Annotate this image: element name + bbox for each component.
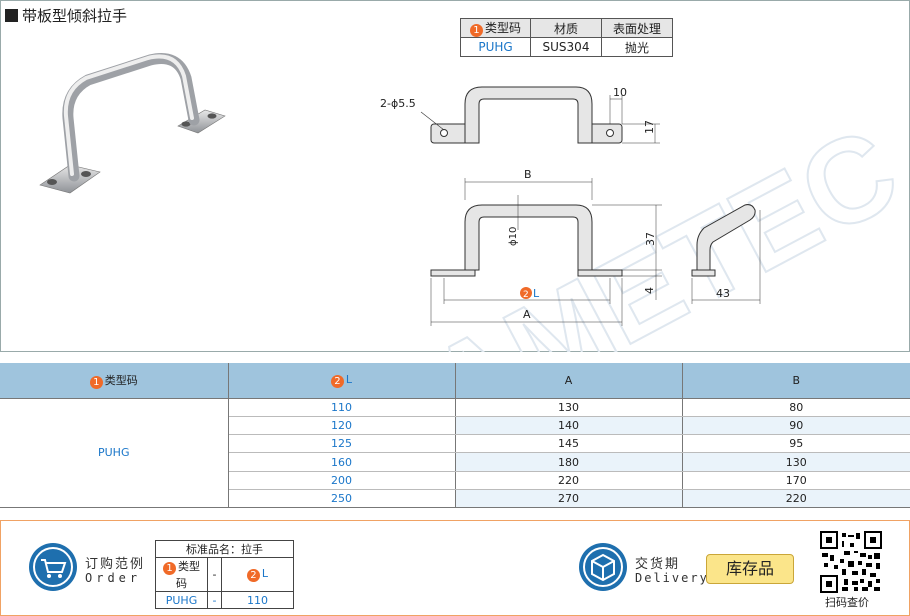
spec-header-material: 材质 (530, 18, 602, 38)
cell-A: 140 (455, 416, 683, 436)
cell-B: 90 (682, 416, 910, 436)
table-row: 250 270 220 (0, 489, 910, 509)
drawing-side-view (691, 204, 761, 304)
order-value-code: PUHG (155, 591, 208, 609)
drawing-top-view (420, 86, 660, 144)
cell-L: 125 (228, 434, 456, 454)
page-title-text: 带板型倾斜拉手 (22, 7, 128, 25)
cell-A: 220 (455, 471, 683, 490)
dim-L-badge: 2 (523, 290, 529, 300)
cell-B: 130 (682, 452, 910, 472)
order-col-dash: - (207, 557, 222, 592)
type-code-cell: PUHG (0, 398, 229, 509)
delivery-label-en: Delivery (635, 571, 709, 585)
drawing-front-view (430, 178, 662, 326)
header-B: B (682, 363, 910, 399)
standard-name: 标准品名：拉手 (155, 540, 294, 558)
product-photo (39, 53, 226, 194)
cell-L: 250 (228, 489, 456, 509)
cell-L: 120 (228, 416, 456, 436)
shopping-cart-icon (29, 543, 77, 591)
delivery-label: 交货期 (635, 557, 681, 572)
cell-A: 180 (455, 452, 683, 472)
table-row: 120 140 90 (0, 416, 910, 436)
cell-B: 170 (682, 471, 910, 490)
cell-A: 270 (455, 489, 683, 509)
badge-2-icon: 2 (330, 374, 344, 388)
dim-43-label: 43 (716, 287, 730, 300)
qr-code-icon[interactable] (820, 531, 882, 593)
table-row: 160 180 130 (0, 452, 910, 472)
order-value-dash: - (207, 591, 222, 609)
cell-A: 130 (455, 398, 683, 417)
badge-2-icon (520, 287, 532, 299)
stock-badge: 库存品 (706, 554, 794, 584)
dim-phi10-label: ϕ10 (508, 227, 519, 246)
badge-1-icon: 1 (89, 375, 103, 389)
order-label-en: Order (85, 571, 142, 585)
dim-B-label: B (524, 168, 532, 181)
watermark-text: SAMETEC (337, 102, 910, 352)
dim-10-label: 10 (613, 86, 627, 99)
header-A: A (455, 363, 683, 399)
table-row: PUHG 110 130 80 (0, 398, 910, 509)
table-row: 125 145 95 (0, 434, 910, 454)
page-title: 带板型倾斜拉手 (5, 5, 127, 26)
spec-material: SUS304 (530, 37, 602, 57)
title-square-icon (5, 9, 18, 22)
cell-L: 110 (228, 398, 456, 417)
order-example-label: 订购范例 (85, 557, 146, 572)
dim-17-label: 17 (643, 120, 656, 134)
cell-B: 80 (682, 398, 910, 417)
badge-1-icon: 1 (469, 24, 483, 37)
dim-4-label: 4 (643, 287, 656, 294)
cell-L: 200 (228, 471, 456, 490)
spec-surface: 抛光 (601, 37, 673, 57)
spec-type-code: PUHG (460, 37, 531, 57)
badge-2-icon: 2 (246, 569, 260, 582)
dim-37-label: 37 (644, 232, 657, 246)
table-row: 200 220 170 (0, 471, 910, 490)
dim-A-label: A (523, 308, 531, 321)
badge-1-icon: 1 (163, 562, 176, 575)
cell-A: 145 (455, 434, 683, 454)
spec-header-surface: 表面处理 (601, 18, 673, 38)
dim-L-label: L (533, 287, 540, 300)
qr-label: 扫码查价 (825, 596, 869, 609)
cell-B: 95 (682, 434, 910, 454)
package-icon (579, 543, 627, 591)
hole-dimension-label: 2-ϕ5.5 (380, 97, 416, 110)
cell-B: 220 (682, 489, 910, 509)
technical-drawing: SAMETEC 2-ϕ5.5 10 17 (39, 53, 910, 352)
order-value-L: 110 (221, 591, 294, 609)
cell-L: 160 (228, 452, 456, 472)
spec-row: PUHG SUS304 抛光 (460, 37, 673, 57)
